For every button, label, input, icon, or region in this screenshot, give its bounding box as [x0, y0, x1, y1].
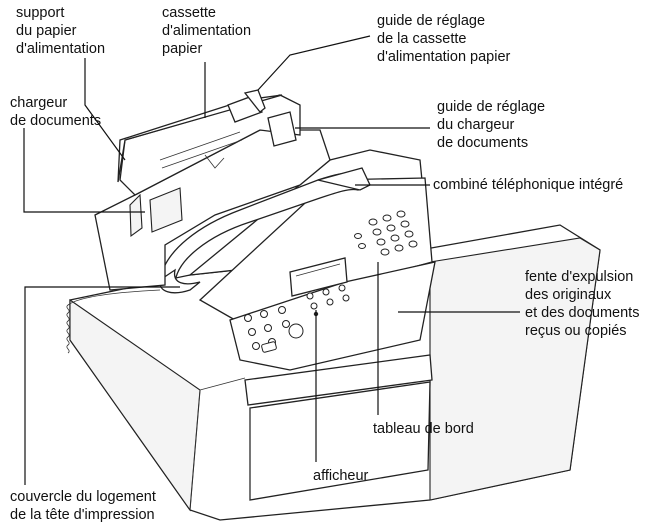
label-paper-support: support du papier d'alimentation [16, 5, 106, 57]
phone-cord [66, 289, 161, 354]
label-handset: combiné téléphonique intégré [433, 177, 624, 193]
label-paper-cassette: cassette d'alimentation papier [162, 5, 252, 57]
label-ejection-slot: fente d'expulsion des originaux et des d… [525, 269, 640, 339]
machine-right-side [429, 237, 601, 501]
display-window [289, 257, 348, 297]
keypad [354, 210, 418, 256]
feeder-guide-shape [267, 111, 297, 147]
label-feeder-guide: guide de réglage du chargeur de document… [437, 99, 546, 151]
label-printhead-cover: couvercle du logement de la tête d'impre… [10, 489, 156, 523]
ejection-slot-shape [244, 354, 433, 406]
label-display: afficheur [313, 468, 369, 484]
label-cassette-guide: guide de réglage de la cassette d'alimen… [377, 13, 511, 65]
label-document-feeder: chargeur de documents [10, 95, 102, 129]
paper-support-shape [117, 94, 283, 183]
leader-lines [23, 35, 520, 485]
panel-buttons [244, 284, 350, 353]
label-control-panel: tableau de bord [373, 421, 474, 437]
